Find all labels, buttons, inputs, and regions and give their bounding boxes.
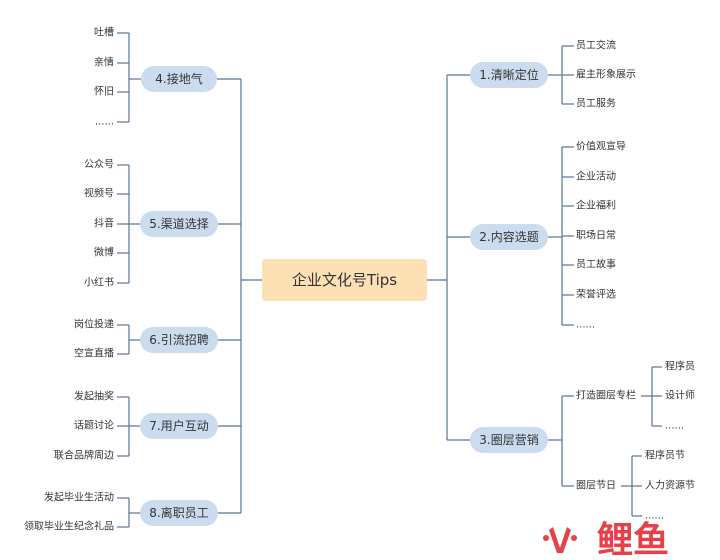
leaf-item: 怀旧: [94, 86, 114, 98]
leaf-item: 吐槽: [94, 26, 114, 39]
branch-label: 6.引流招聘: [149, 333, 208, 347]
leaf-item: 人力资源节: [645, 479, 695, 492]
leaf-item: 小红书: [84, 276, 114, 289]
leaf-item: 联合品牌周边: [54, 449, 114, 462]
leaf-item: 企业活动: [576, 170, 616, 183]
leaf-item: 企业福利: [576, 199, 616, 212]
fire-logo-icon: [543, 527, 577, 553]
leaf-item: 抖音: [94, 217, 114, 230]
leaf-item: 雇主形象展示: [576, 68, 636, 81]
branch-label: 7.用户互动: [149, 418, 208, 433]
leaf-item: 设计师: [665, 389, 695, 402]
connector-lines: [117, 32, 662, 528]
leaf-item: 职场日常: [576, 229, 616, 242]
sub-branch-label: 圈层节日: [576, 480, 616, 492]
watermark-logo: 鲤鱼: [543, 520, 669, 560]
branch-node: [470, 427, 548, 453]
leaf-item: 公众号: [84, 159, 114, 171]
branch-label: 1.清晰定位: [479, 67, 538, 82]
leaf-item: ......: [645, 511, 664, 522]
leaf-item: 话题讨论: [74, 419, 114, 432]
leaf-item: 领取毕业生纪念礼品: [24, 520, 114, 533]
branch-label: 4.接地气: [155, 71, 202, 86]
root-label: 企业文化号Tips: [292, 271, 397, 289]
leaf-item: ......: [576, 320, 595, 331]
leaf-item: 价值观宣导: [576, 140, 626, 153]
leaf-item: 岗位投递: [74, 318, 114, 331]
leaf-item: 员工服务: [576, 97, 616, 110]
branch-label: 8.离职员工: [149, 505, 208, 520]
leaf-item: 微博: [94, 246, 114, 259]
branch-node: [470, 224, 548, 250]
branch-node: [141, 66, 217, 92]
sub-branch-label: 打造圈层专栏: [576, 389, 636, 402]
leaf-item: 空宣直播: [74, 347, 114, 360]
branch-node: [140, 211, 218, 237]
leaf-item: ......: [95, 117, 114, 128]
root-node: [262, 259, 427, 301]
branch-node: [140, 500, 218, 526]
watermark-text: 鲤鱼: [597, 520, 669, 560]
branch-node: [140, 327, 218, 353]
branch-label: 2.内容选题: [479, 229, 538, 244]
leaf-item: 员工故事: [576, 258, 616, 271]
branch-node: [470, 62, 548, 88]
branch-node: [140, 413, 218, 439]
leaf-item: 发起毕业生活动: [44, 491, 114, 504]
leaf-item: 员工交流: [576, 39, 616, 52]
leaf-item: ......: [665, 421, 684, 432]
leaf-item: 亲情: [94, 56, 114, 69]
branch-label: 3.圈层营销: [479, 433, 538, 447]
branch-label: 5.渠道选择: [149, 217, 208, 231]
leaf-item: 程序员: [665, 360, 695, 373]
leaf-item: 程序员节: [645, 449, 685, 462]
leaf-item: 荣誉评选: [576, 288, 616, 301]
leaf-item: 发起抽奖: [74, 390, 114, 403]
leaf-item: 视频号: [84, 187, 114, 200]
